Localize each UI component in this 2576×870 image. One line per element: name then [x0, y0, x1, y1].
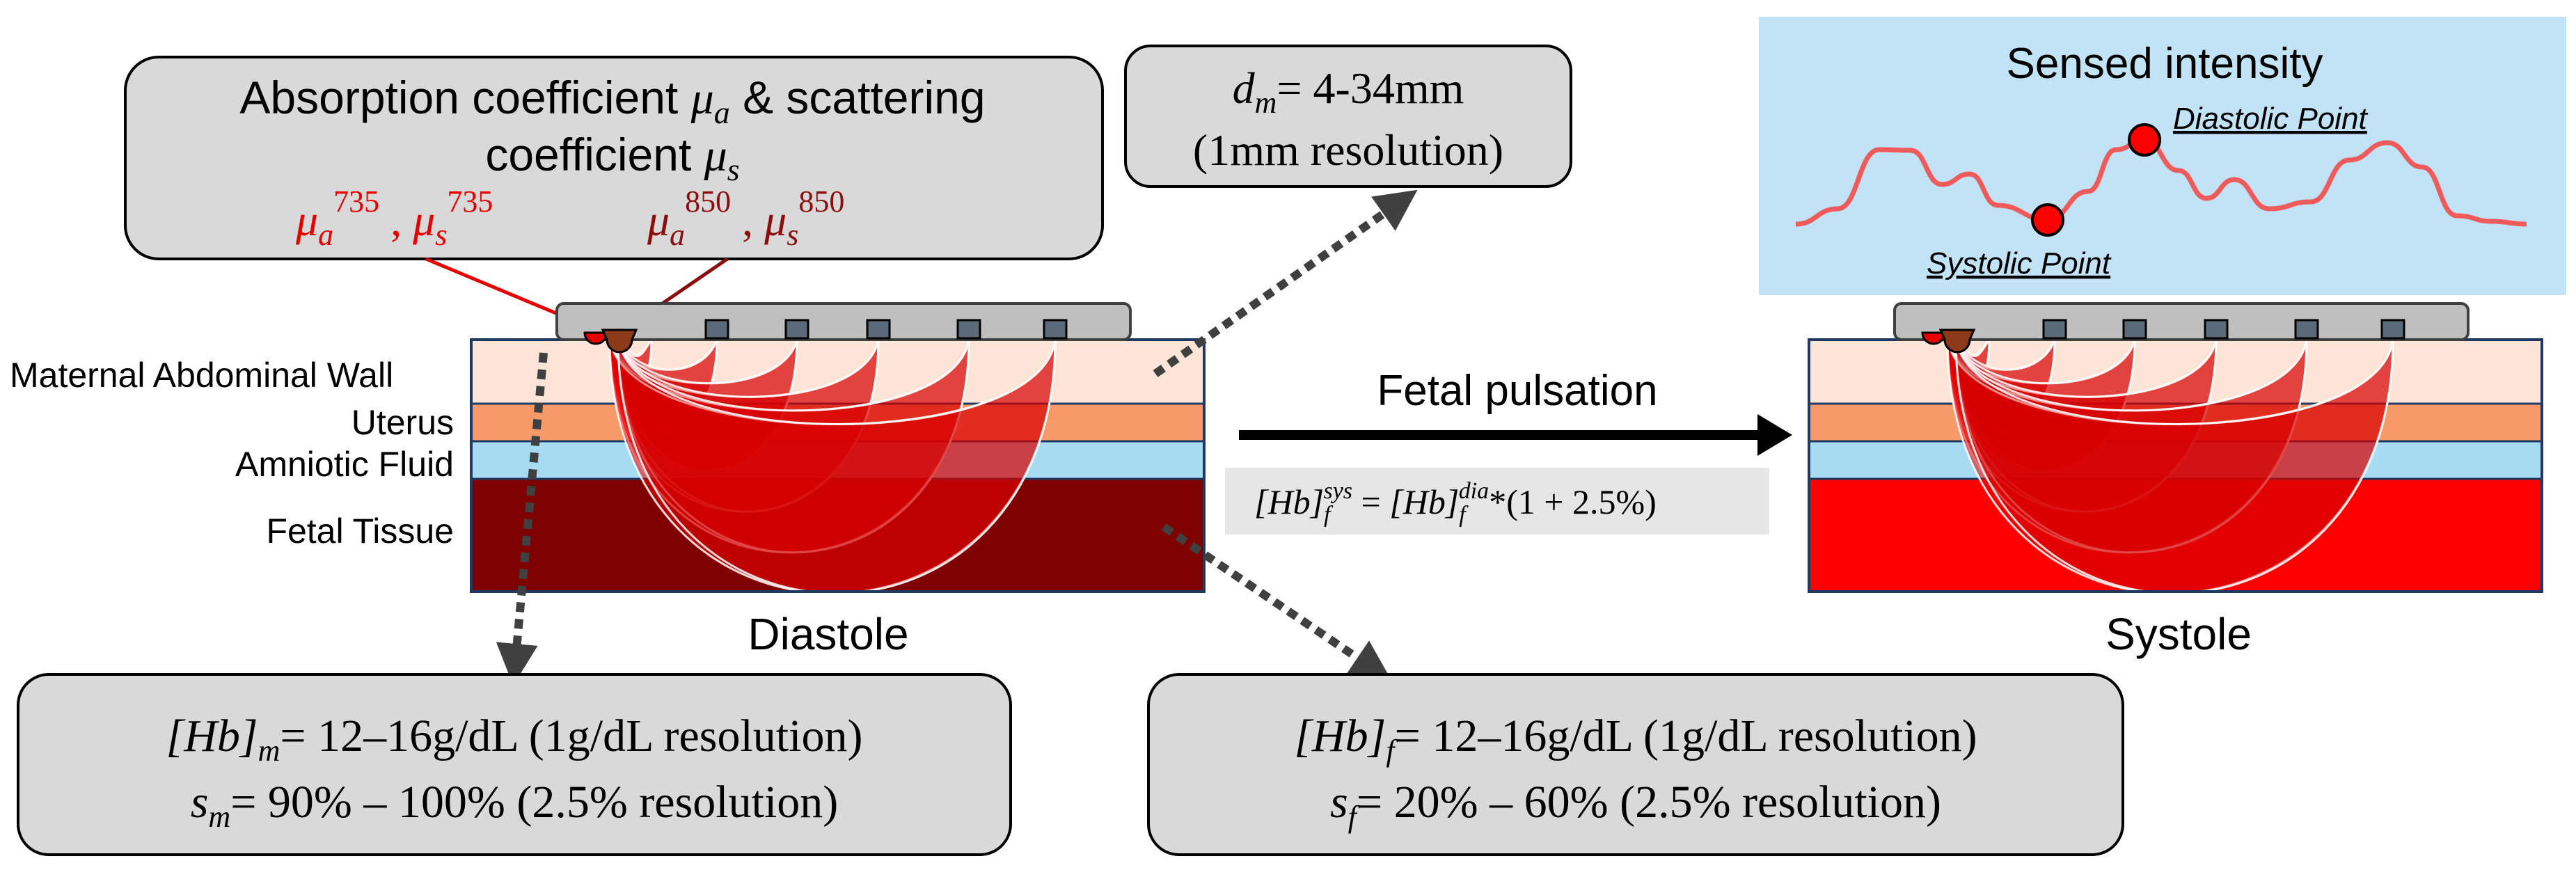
label-850: μa850 , μs850	[647, 184, 844, 252]
fetal-hb-range: [Hb]f= 12–16g/dL (1g/dL resolution)	[1294, 711, 1977, 768]
optical-properties-box	[124, 56, 1104, 260]
photon-paths-diastole	[608, 340, 1057, 592]
detector	[866, 319, 891, 340]
label-diastolic-point: Diastolic Point	[2173, 102, 2369, 136]
pulsation-equation: [Hb]fsys = [Hb]fdia*(1 + 2.5%)	[1254, 478, 1657, 528]
pointer-to-fetal	[1161, 523, 1392, 681]
label-fetal-tissue: Fetal Tissue	[266, 512, 454, 551]
label-systolic-point: Systolic Point	[1927, 246, 2112, 280]
optical-title-line2: coefficient μs	[485, 129, 739, 187]
distance-line2: (1mm resolution)	[1193, 125, 1503, 175]
pulsation-arrow-head	[1757, 414, 1792, 456]
detectors-systole	[2042, 319, 2405, 340]
maternal-hb-range: [Hb]m= 12–16g/dL (1g/dL resolution)	[166, 711, 863, 768]
label-735: μa735 , μs735	[295, 184, 493, 252]
optical-title-line1: Absorption coefficient μa & scattering	[239, 72, 985, 130]
photon-path	[1954, 340, 2394, 592]
probe-systole	[1893, 302, 2470, 341]
distance-box	[1124, 45, 1572, 188]
distance-line1: dm= 4-34mm	[1233, 63, 1464, 120]
label-fetal-pulsation: Fetal pulsation	[1377, 367, 1657, 415]
label-systole: Systole	[2105, 609, 2252, 659]
detector	[956, 319, 981, 340]
detector	[2204, 319, 2229, 340]
maternal-parameters-box	[17, 673, 1012, 856]
maternal-saturation-range: sm= 90% – 100% (2.5% resolution)	[191, 777, 839, 834]
detector	[784, 319, 809, 340]
detector	[2122, 319, 2147, 340]
detector	[704, 319, 729, 340]
photon-path	[617, 340, 1057, 592]
label-uterus: Uterus	[351, 403, 454, 442]
label-diastole: Diastole	[748, 609, 908, 659]
source-850-systole	[1938, 329, 1976, 354]
label-amniotic-fluid: Amniotic Fluid	[235, 445, 454, 484]
detector	[2294, 319, 2319, 340]
source-850-diastole	[601, 329, 638, 354]
signal-title: Sensed intensity	[2007, 40, 2323, 88]
diastolic-point-marker	[2128, 123, 2161, 157]
label-abdominal-wall: Maternal Abdominal Wall	[10, 356, 393, 395]
tissue-diastole	[470, 338, 1206, 593]
detectors-diastole	[704, 319, 1068, 340]
systolic-point-marker	[2031, 203, 2064, 237]
detector	[2380, 319, 2405, 340]
tissue-systole	[1808, 338, 2543, 593]
fetal-parameters-box	[1147, 673, 2124, 856]
detector	[1043, 319, 1068, 340]
detector	[2042, 319, 2067, 340]
photon-paths-systole	[1946, 340, 2394, 592]
fetal-saturation-range: sf= 20% – 60% (2.5% resolution)	[1330, 777, 1941, 834]
pulsation-equation-box	[1225, 468, 1769, 535]
pointer-to-maternal	[496, 352, 548, 686]
probe-diastole	[555, 302, 1132, 341]
